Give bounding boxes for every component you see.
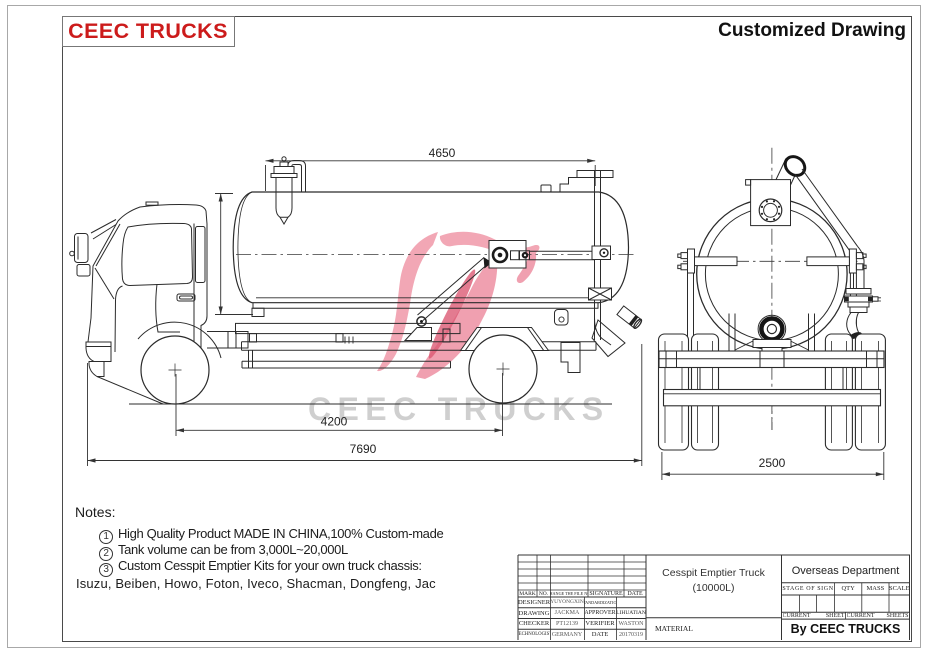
svg-text:2500: 2500 <box>759 456 786 470</box>
svg-text:CEEC TRUCKS: CEEC TRUCKS <box>308 391 610 427</box>
svg-text:4200: 4200 <box>321 415 348 429</box>
svg-text:7690: 7690 <box>350 442 377 456</box>
svg-text:4650: 4650 <box>429 146 456 160</box>
